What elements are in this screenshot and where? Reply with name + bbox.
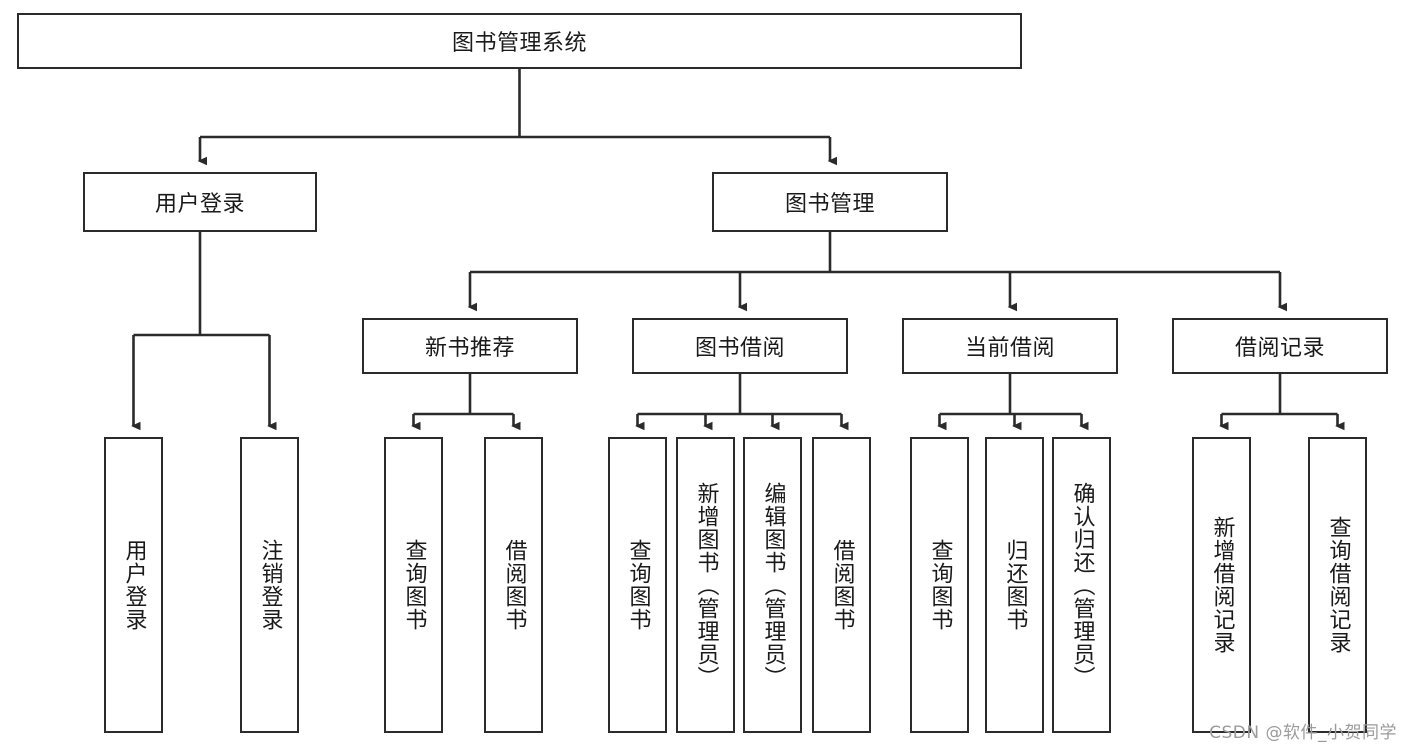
- leaf-user-logout[interactable]: 注销登录: [240, 437, 299, 733]
- node-label: 图书管理系统: [451, 31, 587, 56]
- leaf-add-borrowing-record[interactable]: 新增借阅记录: [1192, 437, 1251, 733]
- leaf-query-borrowing-record[interactable]: 查询借阅记录: [1308, 437, 1367, 733]
- node-label: 查询图书: [401, 539, 427, 631]
- node-label: 借阅图书: [501, 539, 527, 631]
- node-user-login[interactable]: 用户登录: [83, 172, 317, 232]
- node-label: 借阅记录: [1234, 336, 1325, 361]
- node-label: 新增图书（管理员）: [693, 481, 719, 689]
- leaf-add-book-admin[interactable]: 新增图书（管理员）: [676, 437, 735, 733]
- node-label: 查询借阅记录: [1325, 516, 1351, 654]
- node-borrowing-record[interactable]: 借阅记录: [1172, 318, 1388, 374]
- node-label: 图书借阅: [694, 336, 785, 361]
- node-label: 借阅图书: [829, 539, 855, 631]
- node-label: 当前借阅: [964, 336, 1055, 361]
- node-label: 新书推荐: [424, 336, 515, 361]
- node-new-book-recommendation[interactable]: 新书推荐: [362, 318, 578, 374]
- leaf-return-book[interactable]: 归还图书: [985, 437, 1044, 733]
- leaf-confirm-return-admin[interactable]: 确认归还（管理员）: [1052, 437, 1111, 733]
- node-current-borrowing[interactable]: 当前借阅: [902, 318, 1118, 374]
- node-label: 查询图书: [927, 539, 953, 631]
- node-label: 用户登录: [154, 192, 245, 217]
- leaf-query-book-recommendation[interactable]: 查询图书: [384, 437, 443, 733]
- node-label: 查询图书: [625, 539, 651, 631]
- node-label: 用户登录: [121, 539, 147, 631]
- leaf-borrow-book-borrowing[interactable]: 借阅图书: [812, 437, 871, 733]
- node-label: 编辑图书（管理员）: [760, 481, 786, 689]
- node-label: 归还图书: [1002, 539, 1028, 631]
- node-label: 注销登录: [257, 539, 283, 631]
- leaf-user-login[interactable]: 用户登录: [104, 437, 163, 733]
- node-label: 新增借阅记录: [1209, 516, 1235, 654]
- leaf-edit-book-admin[interactable]: 编辑图书（管理员）: [743, 437, 802, 733]
- node-root[interactable]: 图书管理系统: [17, 13, 1022, 69]
- leaf-query-book-current[interactable]: 查询图书: [910, 437, 969, 733]
- node-book-management[interactable]: 图书管理: [712, 172, 948, 232]
- leaf-borrow-book-recommendation[interactable]: 借阅图书: [484, 437, 543, 733]
- node-label: 确认归还（管理员）: [1069, 481, 1095, 689]
- node-book-borrowing[interactable]: 图书借阅: [632, 318, 848, 374]
- leaf-query-book-borrowing[interactable]: 查询图书: [608, 437, 667, 733]
- node-label: 图书管理: [784, 192, 875, 217]
